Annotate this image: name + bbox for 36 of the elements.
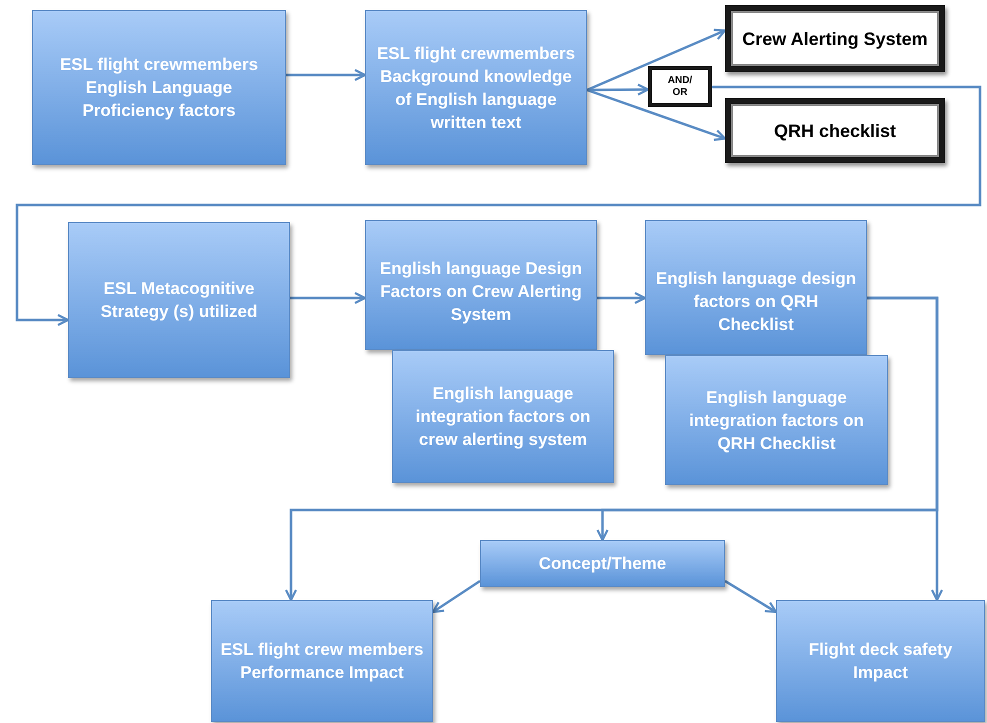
process-box: [32, 10, 286, 165]
box-label: English language integration factors on QRH Checklist: [688, 386, 865, 454]
arrow: [290, 292, 366, 304]
process-box: [68, 222, 290, 378]
arrow: [597, 292, 646, 304]
box-label: QRH checklist: [774, 120, 896, 142]
arrow: [16, 86, 982, 326]
connector-box: [648, 66, 712, 107]
process-box: [211, 600, 433, 722]
arrow: [286, 68, 366, 82]
process-box: [776, 600, 985, 722]
box-label: English language Design Factors on Crew Alerting System: [378, 258, 584, 326]
arrow: [432, 580, 481, 614]
box-label: Flight deck safety Impact: [808, 639, 954, 684]
box-label: Concept/Theme: [538, 553, 666, 575]
arrow: [724, 580, 778, 614]
framed-box: [725, 5, 945, 72]
box-label: English language design factors on QRH Checklist: [654, 268, 858, 336]
arrow: [586, 88, 726, 141]
box-label: English language integration factors on crew alerting system: [414, 383, 592, 451]
box-label: AND/ OR: [666, 74, 694, 98]
arrow: [587, 83, 650, 96]
process-box: [480, 540, 725, 587]
process-box: [392, 350, 614, 483]
box-label: ESL flight crewmembers English Language Proficiency factors: [58, 54, 260, 122]
box-label: ESL flight crewmembers Background knowledge of English language written text: [376, 42, 576, 134]
arrow: [867, 296, 944, 602]
process-box: [665, 355, 888, 485]
process-box: [645, 220, 867, 355]
arrow: [586, 28, 726, 92]
process-box: [365, 10, 587, 165]
process-box: [365, 220, 597, 350]
framed-box: [725, 98, 945, 163]
box-label: Crew Alerting System: [742, 28, 928, 50]
box-label: ESL Metacognitive Strategy (s) utilized: [100, 278, 258, 323]
box-label: ESL flight crew members Performance Impact: [220, 639, 424, 684]
